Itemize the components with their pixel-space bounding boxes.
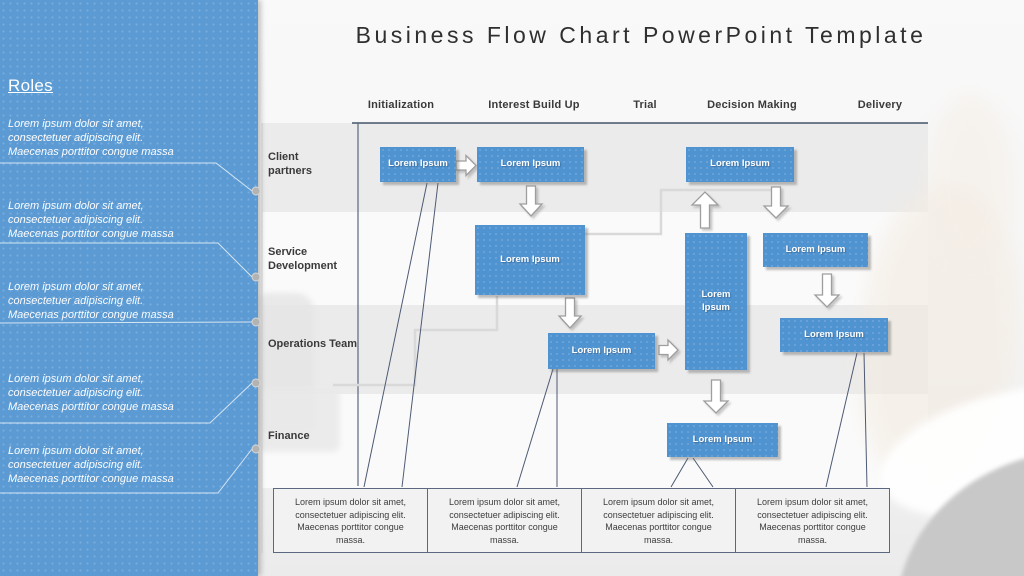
flow-node-initialization-client: Lorem Ipsum [380,147,456,182]
flow-node-label: Lorem Ipsum [500,158,561,170]
note-box-4: Lorem ipsum dolor sit amet, consectetuer… [735,488,890,553]
flow-node-finance: Lorem Ipsum [667,423,778,457]
row-label-finance: Finance [268,430,310,442]
flow-node-build-up-client: Lorem Ipsum [477,147,584,182]
roles-sidebar: Roles Lorem ipsum dolor sit amet, consec… [0,0,258,576]
role-description-1: Lorem ipsum dolor sit amet, consectetuer… [8,118,174,159]
flow-node-delivery-operations: Lorem Ipsum [780,318,888,352]
flow-node-label: Lorem Ipsum [785,243,846,255]
flow-node-decision-client: Lorem Ipsum [686,147,794,182]
flow-node-build-up-service: Lorem Ipsum [475,225,585,295]
note-box-2: Lorem ipsum dolor sit amet, consectetuer… [427,488,582,553]
row-label-client-partners: Client partners [268,151,313,178]
slide-title: Business Flow Chart PowerPoint Template [355,22,927,48]
column-header-trial: Trial [633,99,657,111]
flow-node-label: Lorem Ipsum [710,158,770,170]
flow-node-label: Lorem Ipsum [701,289,731,313]
role-description-2: Lorem ipsum dolor sit amet, consectetuer… [8,200,174,241]
flow-node-trial-span: Lorem Ipsum [685,233,747,370]
note-box-3: Lorem ipsum dolor sit amet, consectetuer… [581,488,736,553]
column-header-initialization: Initialization [367,99,435,111]
flow-node-label: Lorem Ipsum [571,344,632,356]
flow-node-label: Lorem Ipsum [692,433,753,445]
lane-band-client-partners [262,123,928,212]
flow-node-delivery-service: Lorem Ipsum [763,233,868,267]
column-header-decision-making: Decision Making [707,99,797,111]
role-description-4: Lorem ipsum dolor sit amet, consectetuer… [8,373,174,414]
flow-node-label: Lorem Ipsum [500,253,560,265]
flow-node-label: Lorem Ipsum [388,158,448,170]
background-finger-image [928,95,1013,265]
row-label-operations-team: Operations Team [268,338,358,350]
note-box-1: Lorem ipsum dolor sit amet, consectetuer… [273,488,428,553]
role-description-5: Lorem ipsum dolor sit amet, consectetuer… [8,445,174,486]
role-description-3: Lorem ipsum dolor sit amet, consectetuer… [8,281,174,322]
lane-band-finance [262,394,928,488]
roles-heading: Roles [8,76,53,95]
column-header-interest-build-up: Interest Build Up [488,99,580,111]
column-header-delivery: Delivery [857,99,903,111]
flow-node-build-up-operations: Lorem Ipsum [548,333,655,369]
flow-node-label: Lorem Ipsum [804,328,864,340]
row-label-service-development: Service Development [268,246,338,273]
